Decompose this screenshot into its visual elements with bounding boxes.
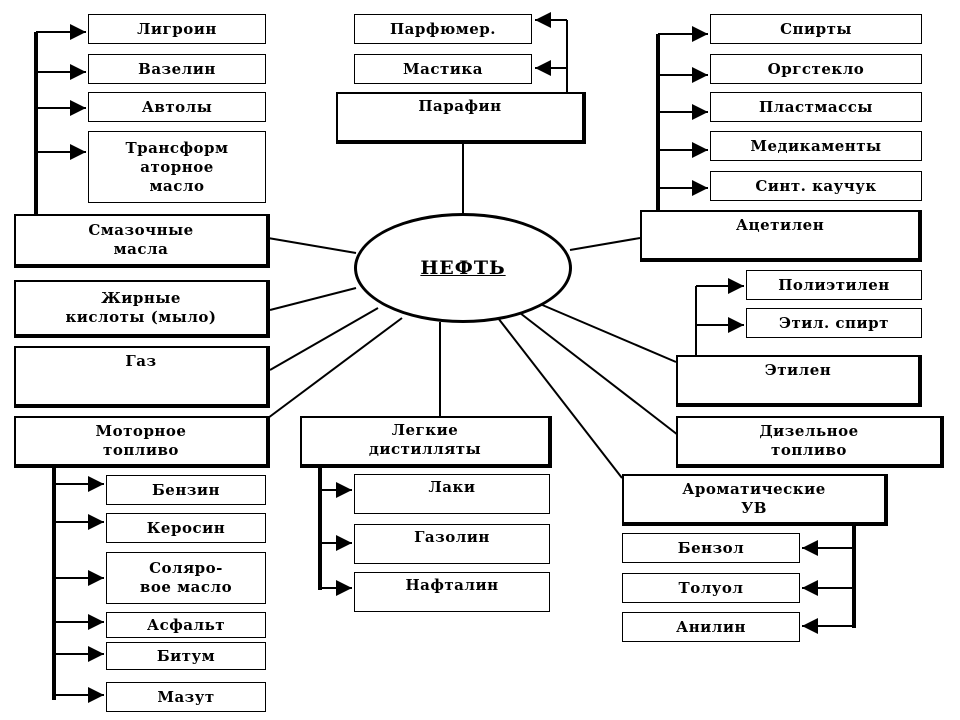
lubricant-item-2: Вазелин [88,54,266,84]
diesel-node: Дизельное топливо [676,416,944,468]
paraffin-item-2: Мастика [354,54,532,84]
paraffin-node: Парафин [336,92,586,144]
motor-fuel-item-1: Бензин [106,475,266,505]
lubricant-item-4: Трансформ аторное масло [88,131,266,203]
lubricant-item-3: Автолы [88,92,266,122]
spoke-ethylene [539,303,677,363]
acetylene-item-4: Медикаменты [710,131,922,161]
distillate-item-2: Газолин [354,524,550,564]
acetylene-node: Ацетилен [640,210,922,262]
acetylene-item-1: Спирты [710,14,922,44]
spoke-motor-fuel [267,317,403,419]
distillate-item-3: Нафталин [354,572,550,612]
center-label: НЕФТЬ [420,257,506,279]
paraffin-item-1: Парфюмер. [354,14,532,44]
motor-fuel-item-6: Мазут [106,682,266,712]
spoke-gas [269,307,379,371]
aromatic-item-3: Анилин [622,612,800,642]
motor-fuel-item-5: Битум [106,642,266,670]
acetylene-item-2: Оргстекло [710,54,922,84]
aromatic-node: Ароматические УВ [622,474,888,526]
spoke-fatty-acids [269,287,357,311]
motor-fuel-node: Моторное топливо [14,416,270,468]
lubricants-node: Смазочные масла [14,214,270,268]
acetylene-item-5: Синт. каучук [710,171,922,201]
aromatic-item-2: Толуол [622,573,800,603]
distillate-item-1: Лаки [354,474,550,514]
aromatic-item-1: Бензол [622,533,800,563]
acetylene-item-3: Пластмассы [710,92,922,122]
spoke-acetylene [569,237,641,251]
motor-fuel-item-2: Керосин [106,513,266,543]
spoke-aromatic [497,317,623,479]
ethylene-node: Этилен [676,355,922,407]
motor-fuel-item-4: Асфальт [106,612,266,638]
light-distillates-node: Легкие дистилляты [300,416,552,468]
center-node: НЕФТЬ [354,213,572,323]
gas-node: Газ [14,346,270,408]
ethylene-item-2: Этил. спирт [746,308,922,338]
fatty-acids-node: Жирные кислоты (мыло) [14,280,270,338]
lubricant-item-1: Лигроин [88,14,266,44]
spoke-lubricants [267,237,357,254]
motor-fuel-item-3: Соляро- вое масло [106,552,266,604]
ethylene-item-1: Полиэтилен [746,270,922,300]
spoke-diesel [519,312,679,436]
